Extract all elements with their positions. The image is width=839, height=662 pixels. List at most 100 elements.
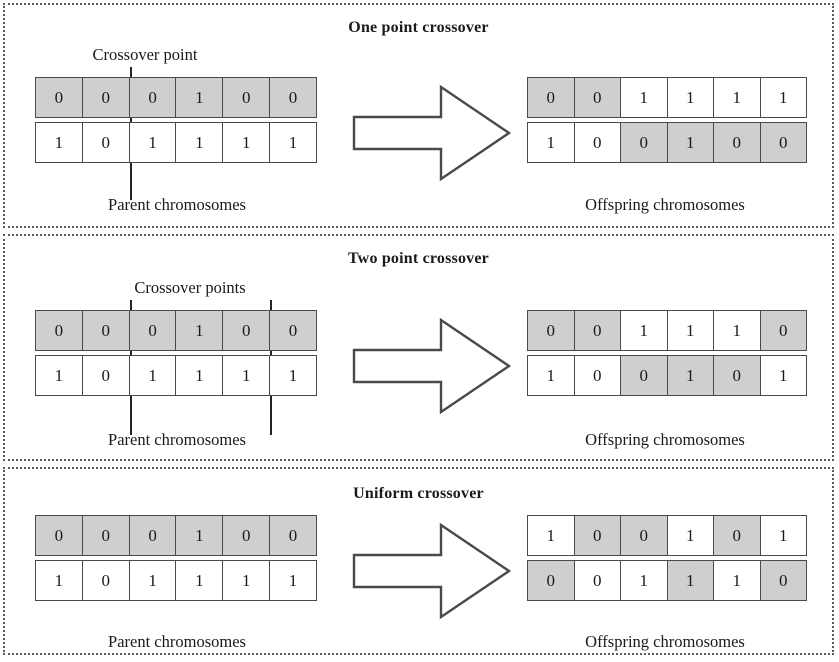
gene-cell: 1 bbox=[270, 561, 316, 600]
parent-chromosomes-caption: Parent chromosomes bbox=[108, 632, 246, 651]
gene-cell: 1 bbox=[176, 356, 224, 395]
gene-cell: 0 bbox=[528, 78, 575, 117]
right-arrow-icon bbox=[351, 314, 513, 418]
gene-cell: 0 bbox=[36, 311, 83, 350]
gene-cell: 0 bbox=[82, 311, 130, 350]
gene-cell: 1 bbox=[176, 561, 224, 600]
gene-cell: 1 bbox=[129, 561, 177, 600]
gene-cell: 0 bbox=[574, 123, 621, 162]
gene-cell: 0 bbox=[621, 516, 668, 555]
gene-cell: 0 bbox=[82, 356, 130, 395]
gene-cell: 0 bbox=[223, 78, 271, 117]
gene-cell: 1 bbox=[667, 78, 714, 117]
chromosome-row: 1 0 1 1 1 1 bbox=[35, 122, 317, 163]
panel-uniform-crossover: Uniform crossover 0 0 0 1 0 0 1 0 1 1 1 … bbox=[3, 467, 834, 655]
gene-cell: 0 bbox=[270, 516, 316, 555]
panel-two-point-crossover: Two point crossover Crossover points 0 0… bbox=[3, 234, 834, 461]
gene-cell: 1 bbox=[176, 123, 224, 162]
gene-cell: 1 bbox=[528, 123, 575, 162]
gene-cell: 0 bbox=[714, 123, 761, 162]
chromosome-row: 0 0 0 1 0 0 bbox=[35, 77, 317, 118]
gene-cell: 0 bbox=[574, 311, 621, 350]
gene-cell: 1 bbox=[270, 356, 316, 395]
gene-cell: 1 bbox=[176, 78, 224, 117]
panel-title: Uniform crossover bbox=[353, 485, 484, 502]
offspring-chromosomes-caption: Offspring chromosomes bbox=[585, 632, 745, 651]
gene-cell: 0 bbox=[760, 123, 806, 162]
panel-title: One point crossover bbox=[348, 19, 489, 36]
chromosome-row: 1 0 0 1 0 1 bbox=[527, 515, 807, 556]
chromosome-row: 1 0 1 1 1 1 bbox=[35, 560, 317, 601]
gene-cell: 1 bbox=[176, 311, 224, 350]
gene-cell: 0 bbox=[574, 516, 621, 555]
gene-cell: 0 bbox=[574, 78, 621, 117]
gene-cell: 0 bbox=[223, 516, 271, 555]
gene-cell: 1 bbox=[667, 311, 714, 350]
gene-cell: 1 bbox=[667, 356, 714, 395]
gene-cell: 1 bbox=[36, 123, 83, 162]
gene-cell: 0 bbox=[528, 311, 575, 350]
gene-cell: 0 bbox=[82, 561, 130, 600]
chromosome-row: 1 0 0 1 0 0 bbox=[527, 122, 807, 163]
gene-cell: 0 bbox=[36, 78, 83, 117]
gene-cell: 1 bbox=[528, 356, 575, 395]
right-arrow-icon bbox=[351, 519, 513, 623]
panel-title: Two point crossover bbox=[348, 250, 489, 267]
gene-cell: 1 bbox=[667, 516, 714, 555]
gene-cell: 1 bbox=[223, 123, 271, 162]
gene-cell: 1 bbox=[667, 561, 714, 600]
crossover-point-label: Crossover point bbox=[92, 45, 198, 64]
crossover-points-label: Crossover points bbox=[134, 278, 246, 297]
parent-chromosomes-grid: 0 0 0 1 0 0 1 0 1 1 1 1 bbox=[35, 77, 317, 163]
gene-cell: 0 bbox=[574, 356, 621, 395]
offspring-chromosomes-caption: Offspring chromosomes bbox=[585, 430, 745, 449]
offspring-chromosomes-caption: Offspring chromosomes bbox=[585, 195, 745, 214]
gene-cell: 0 bbox=[621, 123, 668, 162]
gene-cell: 0 bbox=[129, 78, 177, 117]
gene-cell: 1 bbox=[528, 516, 575, 555]
gene-cell: 1 bbox=[36, 356, 83, 395]
parent-chromosomes-grid: 0 0 0 1 0 0 1 0 1 1 1 1 bbox=[35, 515, 317, 601]
right-arrow-icon bbox=[351, 81, 513, 185]
gene-cell: 0 bbox=[760, 311, 806, 350]
chromosome-row: 0 0 1 1 1 0 bbox=[527, 310, 807, 351]
gene-cell: 1 bbox=[760, 78, 806, 117]
gene-cell: 0 bbox=[82, 516, 130, 555]
chromosome-row: 1 0 0 1 0 1 bbox=[527, 355, 807, 396]
gene-cell: 0 bbox=[528, 561, 575, 600]
gene-cell: 1 bbox=[621, 311, 668, 350]
offspring-chromosomes-grid: 0 0 1 1 1 0 1 0 0 1 0 1 bbox=[527, 310, 807, 396]
gene-cell: 0 bbox=[82, 78, 130, 117]
gene-cell: 1 bbox=[714, 561, 761, 600]
gene-cell: 0 bbox=[223, 311, 271, 350]
gene-cell: 0 bbox=[760, 561, 806, 600]
gene-cell: 0 bbox=[129, 516, 177, 555]
gene-cell: 1 bbox=[129, 123, 177, 162]
gene-cell: 1 bbox=[270, 123, 316, 162]
gene-cell: 1 bbox=[223, 356, 271, 395]
gene-cell: 0 bbox=[270, 311, 316, 350]
offspring-chromosomes-grid: 0 0 1 1 1 1 1 0 0 1 0 0 bbox=[527, 77, 807, 163]
parent-chromosomes-caption: Parent chromosomes bbox=[108, 430, 246, 449]
gene-cell: 0 bbox=[621, 356, 668, 395]
chromosome-row: 0 0 1 1 1 1 bbox=[527, 77, 807, 118]
gene-cell: 0 bbox=[129, 311, 177, 350]
gene-cell: 0 bbox=[574, 561, 621, 600]
gene-cell: 1 bbox=[760, 516, 806, 555]
gene-cell: 1 bbox=[714, 78, 761, 117]
chromosome-row: 0 0 0 1 0 0 bbox=[35, 515, 317, 556]
chromosome-row: 0 0 1 1 1 0 bbox=[527, 560, 807, 601]
gene-cell: 1 bbox=[129, 356, 177, 395]
gene-cell: 1 bbox=[667, 123, 714, 162]
gene-cell: 0 bbox=[714, 516, 761, 555]
panel-one-point-crossover: One point crossover Crossover point 0 0 … bbox=[3, 3, 834, 228]
gene-cell: 1 bbox=[223, 561, 271, 600]
chromosome-row: 0 0 0 1 0 0 bbox=[35, 310, 317, 351]
gene-cell: 1 bbox=[760, 356, 806, 395]
gene-cell: 0 bbox=[36, 516, 83, 555]
gene-cell: 1 bbox=[621, 561, 668, 600]
parent-chromosomes-caption: Parent chromosomes bbox=[108, 195, 246, 214]
gene-cell: 1 bbox=[714, 311, 761, 350]
gene-cell: 0 bbox=[714, 356, 761, 395]
